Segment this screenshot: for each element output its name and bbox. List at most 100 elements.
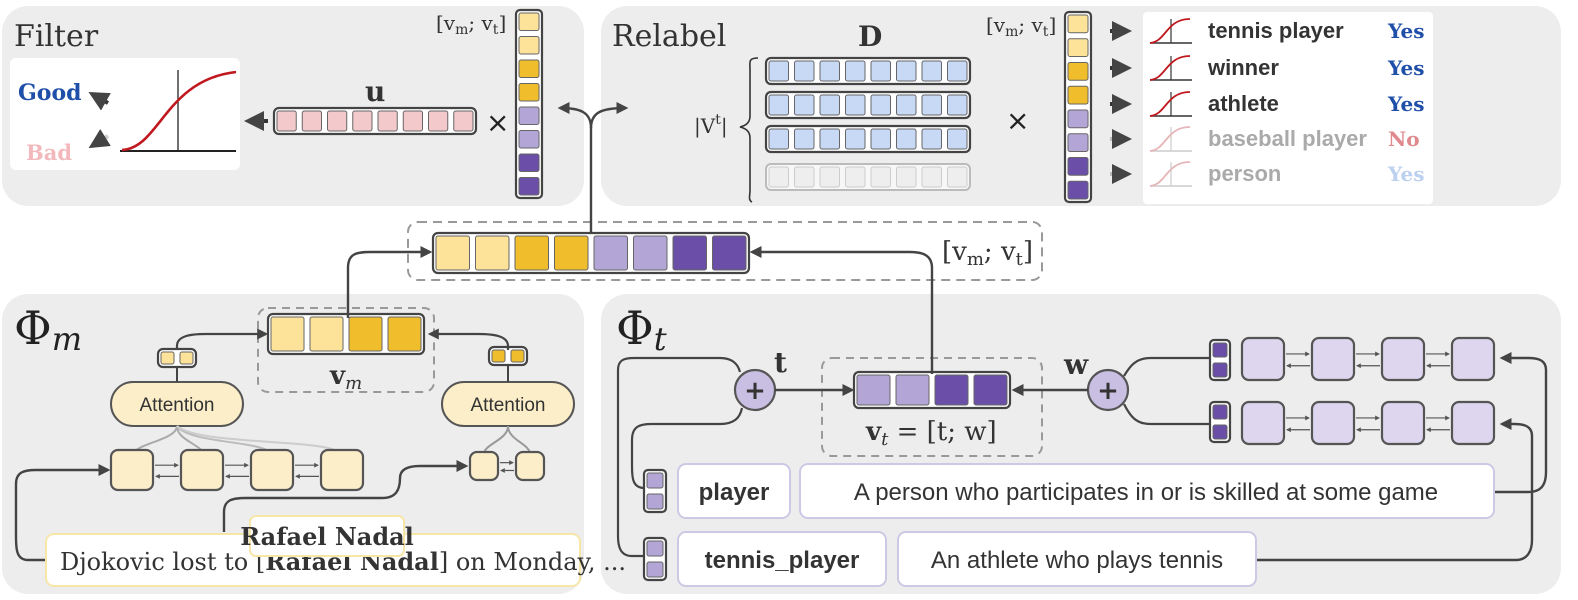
- vt-cell: [934, 374, 969, 406]
- type-name: tennis player: [1208, 18, 1344, 43]
- def-lstm-1-cell: [1310, 336, 1356, 382]
- def-lstm-1-cell: [1380, 336, 1426, 382]
- d-matrix-row-faded-cell: [947, 166, 968, 188]
- w-label: w: [1063, 348, 1089, 381]
- u-label: u: [365, 75, 385, 108]
- left-att-to-vm: [175, 328, 269, 350]
- filter-concat-column: [514, 8, 544, 200]
- vt-equation: vt = [t; w]: [865, 417, 997, 450]
- vm-cell: [270, 316, 305, 352]
- filter-times: ×: [486, 106, 509, 139]
- type-answer: No: [1388, 127, 1420, 151]
- d-label: D: [858, 20, 882, 53]
- type-name: baseball player: [1208, 126, 1367, 151]
- word1-embed-cell: [646, 472, 664, 489]
- d-matrix-row-cell: [845, 94, 866, 116]
- vm-cell: [348, 316, 383, 352]
- def2-to-lstm-arrow: [1256, 418, 1534, 562]
- d-matrix-row-cell: [947, 94, 968, 116]
- sentence-to-lstm-arrow: [14, 464, 111, 562]
- right-lstm-cell: [468, 450, 500, 482]
- filter-concat-frame: [514, 8, 544, 200]
- d-matrix-row-cell: [819, 60, 840, 82]
- def-lstm-chain-2: [1208, 400, 1496, 446]
- mini-sigmoid-icon: [1149, 18, 1191, 44]
- filter-concat-label: [vm; vt]: [436, 11, 506, 38]
- center-concat-cell: [514, 235, 549, 271]
- d-matrix-row-cell: [947, 60, 968, 82]
- d-matrix-row-cell: [819, 128, 840, 150]
- filter-title: Filter: [14, 19, 99, 54]
- type-answer: Yes: [1387, 19, 1425, 43]
- d-matrix-row-cell: [921, 60, 942, 82]
- def-lstm-1-cell: [1240, 336, 1286, 382]
- u-vector-cell: [352, 110, 373, 132]
- word2-embed-cell: [646, 561, 664, 578]
- d-matrix-row-cell: [768, 128, 789, 150]
- d-matrix-row-cell: [794, 94, 815, 116]
- d-matrix-row-cell: [896, 60, 917, 82]
- def-lstm-2-cell: [1380, 400, 1426, 446]
- right-lstm-chain: [468, 450, 546, 482]
- d-matrix-row-faded-cell: [794, 166, 815, 188]
- d-matrix-row-cell: [768, 60, 789, 82]
- relabel-concat-cell: [1067, 109, 1089, 129]
- word1-label: player: [699, 479, 770, 506]
- left-small-vector-cell: [179, 351, 194, 365]
- type-list-card: [1143, 12, 1433, 204]
- d-matrix-row-cell: [819, 94, 840, 116]
- center-concat-cell: [633, 235, 668, 271]
- word1-to-tplus: [630, 407, 744, 490]
- relabel-concat-cell: [1067, 38, 1089, 57]
- center-concat-cell: [435, 235, 470, 271]
- def-lstm2-to-wplus: [1123, 403, 1210, 426]
- type-name: winner: [1207, 55, 1279, 80]
- filter-concat-cell: [518, 36, 540, 55]
- relabel-concat-label: [vm; vt]: [986, 13, 1056, 40]
- left-lstm-cell: [249, 448, 295, 492]
- right-small-vector-cell: [491, 349, 506, 363]
- def1-label: A person who participates in or is skill…: [854, 479, 1438, 506]
- mini-sigmoid-icon: [1149, 161, 1191, 187]
- u-vector-cell: [276, 110, 297, 132]
- u-vector-cell: [428, 110, 449, 132]
- center-concat-cell: [672, 235, 707, 271]
- d-matrix-row-cell: [921, 128, 942, 150]
- filter-concat-cell: [518, 177, 540, 196]
- vm-vector: [266, 312, 426, 356]
- def1-box: [799, 463, 1495, 519]
- filter-concat-cell: [518, 12, 540, 31]
- center-concat-label: [vm; vt]: [942, 237, 1033, 270]
- d-matrix-row-frame: [764, 56, 972, 86]
- filter-concat-cell: [518, 83, 540, 102]
- vm-cell: [387, 316, 422, 352]
- center-concat-cell: [593, 235, 628, 271]
- relabel-concat-cell: [1067, 157, 1089, 176]
- word1-box: [677, 463, 791, 519]
- d-matrix-row-frame: [764, 124, 972, 154]
- center-concat-box: [407, 221, 1043, 281]
- def-embed-1-cell: [1212, 342, 1228, 358]
- d-matrix-row-frame: [764, 90, 972, 120]
- left-small-vector: [156, 347, 198, 369]
- left-lstm-cell: [319, 448, 365, 492]
- def1-to-lstm-arrow: [1494, 352, 1548, 494]
- vm-dashed-box: [257, 307, 435, 393]
- mini-sigmoid-icon: [1149, 126, 1191, 152]
- word2-box: [677, 531, 887, 587]
- right-small-vector: [487, 345, 529, 367]
- relabel-title: Relabel: [612, 19, 726, 54]
- right-att-to-vm: [427, 328, 510, 350]
- entity-to-lstm-arrow: [222, 460, 469, 532]
- d-matrix-row-faded-frame: [765, 163, 971, 191]
- right-small-vector-cell: [510, 349, 525, 363]
- bad-label: Bad: [26, 140, 72, 165]
- left-small-vector-cell: [160, 351, 175, 365]
- vt-cell: [973, 374, 1008, 406]
- relabel-concat-frame: [1063, 10, 1093, 204]
- t-label: t: [774, 346, 787, 379]
- relabel-concat-cell: [1067, 85, 1089, 105]
- mini-sigmoid-icon: [1149, 91, 1191, 117]
- relabel-concat-cell: [1067, 62, 1089, 81]
